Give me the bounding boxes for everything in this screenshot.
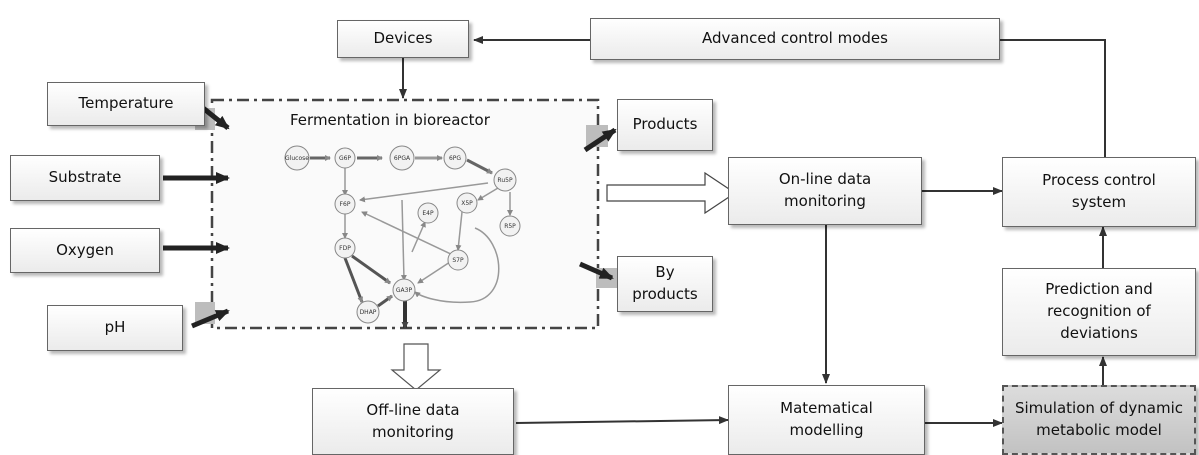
arrow-bioreactor-to-online <box>606 171 737 215</box>
node-s7p-label: S7P <box>452 257 464 264</box>
node-r5p-label: R5P <box>504 223 516 230</box>
ph-box: pH <box>47 305 183 351</box>
node-e4p <box>417 202 439 224</box>
node-glucose-label: Glucose <box>285 155 309 162</box>
edge-center-ga3p <box>400 199 407 281</box>
node-ru5p-label: Ru5P <box>497 177 513 184</box>
metabolic-pathway <box>310 155 513 329</box>
prediction-box: Prediction and recognition of deviations <box>1002 268 1196 356</box>
edge-6pg-ru5p <box>466 158 493 175</box>
arrow-bioreactor-to-offline <box>390 343 442 391</box>
arrow-offline-to-modelling <box>515 416 729 425</box>
arrow-ph <box>191 308 230 329</box>
process-control-box: Process control system <box>1002 157 1196 227</box>
products-box: Products <box>617 99 713 151</box>
oxygen-box: Oxygen <box>10 228 160 273</box>
node-fdp-label: FDP <box>339 245 351 252</box>
edge-ga3p-e4p <box>411 221 426 253</box>
node-s7p <box>447 249 469 271</box>
arrow-products <box>583 127 617 153</box>
devices-box: Devices <box>337 20 469 58</box>
node-dhap <box>356 300 380 324</box>
byproducts-box: By products <box>617 256 713 312</box>
online-monitoring-box: On-line data monitoring <box>728 157 922 225</box>
node-f6p <box>334 193 356 215</box>
edge-dhap-ga3p <box>377 294 393 308</box>
node-6pga-label: 6PGA <box>394 155 411 162</box>
node-6pga <box>389 145 415 171</box>
node-6pg <box>443 146 467 170</box>
arrow-byproducts <box>578 261 614 281</box>
node-fdp <box>334 237 356 259</box>
edge-x5p-s7p <box>455 211 463 251</box>
node-r5p <box>499 215 521 237</box>
edge-fdp-dhap <box>343 257 364 303</box>
offline-monitoring-box: Off-line data monitoring <box>312 388 514 455</box>
line-process-to-advanced <box>1000 39 1106 160</box>
node-6pg-label: 6PG <box>449 155 461 162</box>
edge-ru5p-f6p <box>359 182 489 203</box>
edge-r5p-loop <box>414 227 500 304</box>
node-f6p-label: F6P <box>340 201 351 208</box>
bioreactor-title: Fermentation in bioreactor <box>290 111 490 129</box>
node-g6p <box>334 147 356 169</box>
edge-ru5p-x5p <box>477 187 499 201</box>
node-ga3p <box>392 278 416 302</box>
temperature-box: Temperature <box>47 82 205 126</box>
edge-fdp-ga3p <box>351 254 391 285</box>
edge-s7p-ga3p <box>417 261 451 284</box>
substrate-box: Substrate <box>10 155 160 201</box>
node-x5p-label: X5P <box>461 200 473 207</box>
advanced-control-box: Advanced control modes <box>590 18 1000 60</box>
node-ga3p-label: GA3P <box>396 287 413 294</box>
modelling-box: Matematical modelling <box>728 385 925 455</box>
node-glucose <box>284 145 310 171</box>
node-dhap-label: DHAP <box>360 309 377 316</box>
node-g6p-label: G6P <box>339 155 351 162</box>
node-x5p <box>456 192 478 214</box>
edge-s7p-f6p <box>361 211 456 257</box>
node-ru5p <box>493 168 517 192</box>
simulation-box: Simulation of dynamic metabolic model <box>1002 385 1196 455</box>
pathway-nodes: Glucose G6P 6PGA 6PG Ru5P X5P R5P F6P E4… <box>284 145 521 324</box>
node-e4p-label: E4P <box>422 210 434 217</box>
